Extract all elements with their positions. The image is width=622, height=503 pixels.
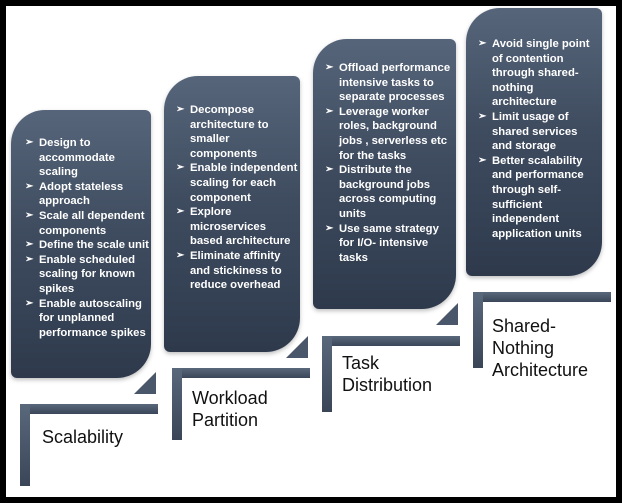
list-item: ➢Enable independent scaling for each com…: [176, 162, 298, 204]
step-title-scalability: Scalability: [42, 427, 124, 447]
arrow-bullet-icon: ➢: [25, 209, 34, 221]
card-workload-partition: ➢Decompose architecture to smaller compo…: [164, 76, 300, 352]
arrow-bullet-icon: ➢: [325, 105, 334, 117]
list-item: ➢Enable autoscaling for unplanned perfor…: [25, 297, 146, 339]
list-item: ➢Design to accommodate scaling: [25, 137, 115, 179]
list-item: ➢Eliminate affinity and stickiness to re…: [176, 249, 282, 292]
list-item: ➢Leverage worker roles, background jobs …: [325, 105, 448, 162]
list-item: ➢Scale all dependent components: [25, 209, 145, 237]
card-task-distribution: ➢Offload performance intensive tasks to …: [313, 39, 456, 309]
arrow-bullet-icon: ➢: [25, 180, 34, 192]
step-title-task-distribution: Task Distribution: [342, 353, 433, 395]
arrow-bullet-icon: ➢: [325, 164, 334, 176]
card-shared-nothing: ➢Avoid single point of contention throug…: [466, 8, 602, 276]
arrow-bullet-icon: ➢: [176, 104, 185, 115]
card-list: ➢Design to accommodate scaling ➢Adopt st…: [19, 136, 149, 340]
list-item: ➢Define the scale unit: [25, 239, 149, 252]
arrow-bullet-icon: ➢: [176, 249, 185, 261]
arrow-bullet-icon: ➢: [478, 110, 487, 122]
list-item: ➢Explore microservices based architectur…: [176, 206, 291, 248]
card-list: ➢Offload performance intensive tasks to …: [319, 61, 454, 265]
list-item: ➢Decompose architecture to smaller compo…: [176, 104, 269, 160]
arrow-bullet-icon: ➢: [25, 137, 34, 148]
arrow-bullet-icon: ➢: [325, 222, 334, 234]
arrow-bullet-icon: ➢: [176, 162, 185, 174]
arrow-bullet-icon: ➢: [176, 206, 185, 218]
list-item: ➢Adopt stateless approach: [25, 180, 124, 208]
arrow-bullet-icon: ➢: [25, 239, 34, 251]
list-item: ➢Limit usage of shared services and stor…: [478, 110, 578, 153]
arrow-bullet-icon: ➢: [25, 297, 34, 309]
list-item: ➢Offload performance intensive tasks to …: [325, 62, 451, 104]
list-item: ➢Enable scheduled scaling for known spik…: [25, 253, 136, 295]
arrow-bullet-icon: ➢: [25, 253, 34, 265]
card-list: ➢Avoid single point of contention throug…: [472, 37, 600, 241]
list-item: ➢Distribute the background jobs across c…: [325, 164, 437, 220]
list-item: ➢Better scalability and performance thro…: [478, 154, 584, 240]
step-title-workload-partition: Workload Partition: [192, 388, 268, 430]
card-scalability: ➢Design to accommodate scaling ➢Adopt st…: [11, 110, 151, 378]
list-item: ➢Use same strategy for I/O- intensive ta…: [325, 222, 439, 264]
diagram-canvas: ➢Design to accommodate scaling ➢Adopt st…: [6, 6, 616, 497]
step-title-shared-nothing: Shared-Nothing Architecture: [492, 316, 589, 380]
arrow-bullet-icon: ➢: [478, 154, 487, 166]
card-list: ➢Decompose architecture to smaller compo…: [170, 103, 298, 293]
arrow-bullet-icon: ➢: [478, 38, 487, 49]
arrow-bullet-icon: ➢: [325, 62, 334, 73]
list-item: ➢Avoid single point of contention throug…: [478, 38, 590, 109]
